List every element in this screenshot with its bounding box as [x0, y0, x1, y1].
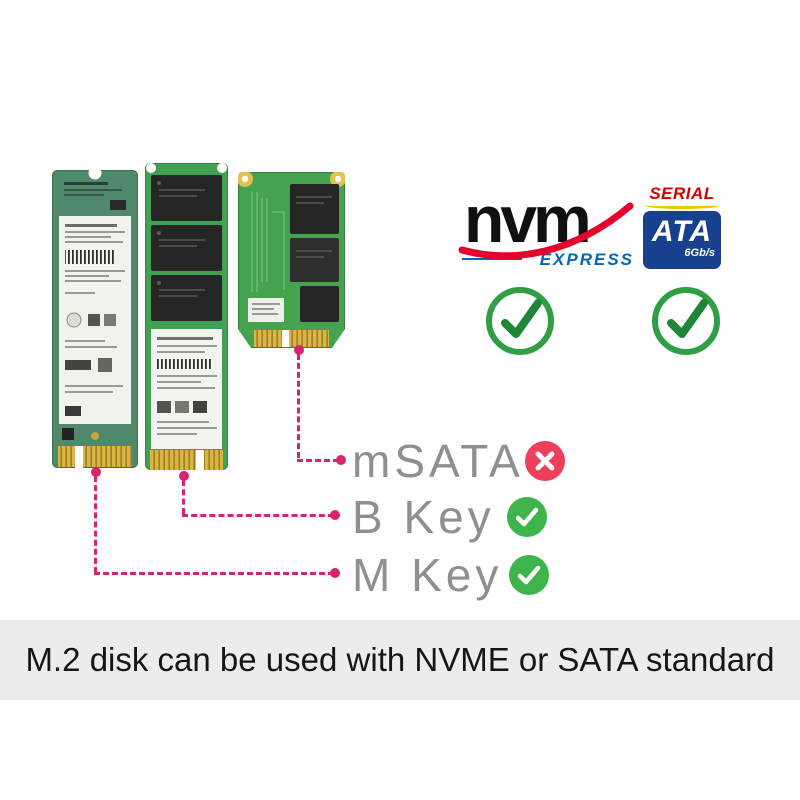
callout-line-mkey-vertical — [94, 476, 97, 573]
callout-line-bkey-vertical — [182, 480, 185, 514]
label-mkey: M Key — [352, 549, 503, 601]
label-msata: mSATA — [352, 435, 524, 487]
callout-dot-msata-start — [294, 345, 304, 355]
sata-logo-ata: ATA — [651, 215, 713, 248]
callout-dot-bkey-end — [330, 510, 340, 520]
ssd-msata-image — [237, 171, 346, 348]
sata-logo: SERIAL ATA 6Gb/s — [643, 184, 721, 274]
mkey-check-icon — [509, 555, 549, 595]
sata-logo-serial: SERIAL — [649, 184, 715, 203]
callout-line-mkey-horizontal — [94, 572, 334, 575]
nvme-logo-express: EXPRESS — [539, 250, 634, 269]
nvme-supported-check-icon — [486, 287, 554, 355]
callout-dot-mkey-end — [330, 568, 340, 578]
callout-dot-msata-end — [336, 455, 346, 465]
caption-band: M.2 disk can be used with NVME or SATA s… — [0, 620, 800, 700]
callout-line-msata-vertical — [297, 354, 300, 458]
caption-text: M.2 disk can be used with NVME or SATA s… — [25, 641, 775, 678]
ssd-m2-bkey-image — [145, 163, 228, 470]
callout-line-bkey-horizontal — [182, 514, 334, 517]
ssd-msata-graphic — [237, 171, 346, 348]
sata-logo-speed: 6Gb/s — [684, 247, 715, 259]
nvme-logo-line — [462, 258, 522, 260]
sata-logo-arc — [645, 202, 719, 209]
callout-line-msata-horizontal — [297, 459, 339, 462]
label-bkey: B Key — [352, 491, 495, 543]
sata-logo-box: ATA 6Gb/s — [643, 211, 721, 269]
bkey-check-icon — [507, 497, 547, 537]
sata-supported-check-icon — [652, 287, 720, 355]
msata-cross-icon — [525, 441, 565, 481]
ssd-m2-mkey-image — [52, 166, 138, 468]
callout-dot-mkey-start — [91, 467, 101, 477]
nvme-swoosh-icon — [458, 202, 634, 260]
ssd-m2-mkey-graphic — [52, 166, 138, 468]
nvme-logo: nvm EXPRESS — [458, 186, 636, 278]
ssd-m2-bkey-graphic — [145, 163, 228, 470]
callout-dot-bkey-start — [179, 471, 189, 481]
